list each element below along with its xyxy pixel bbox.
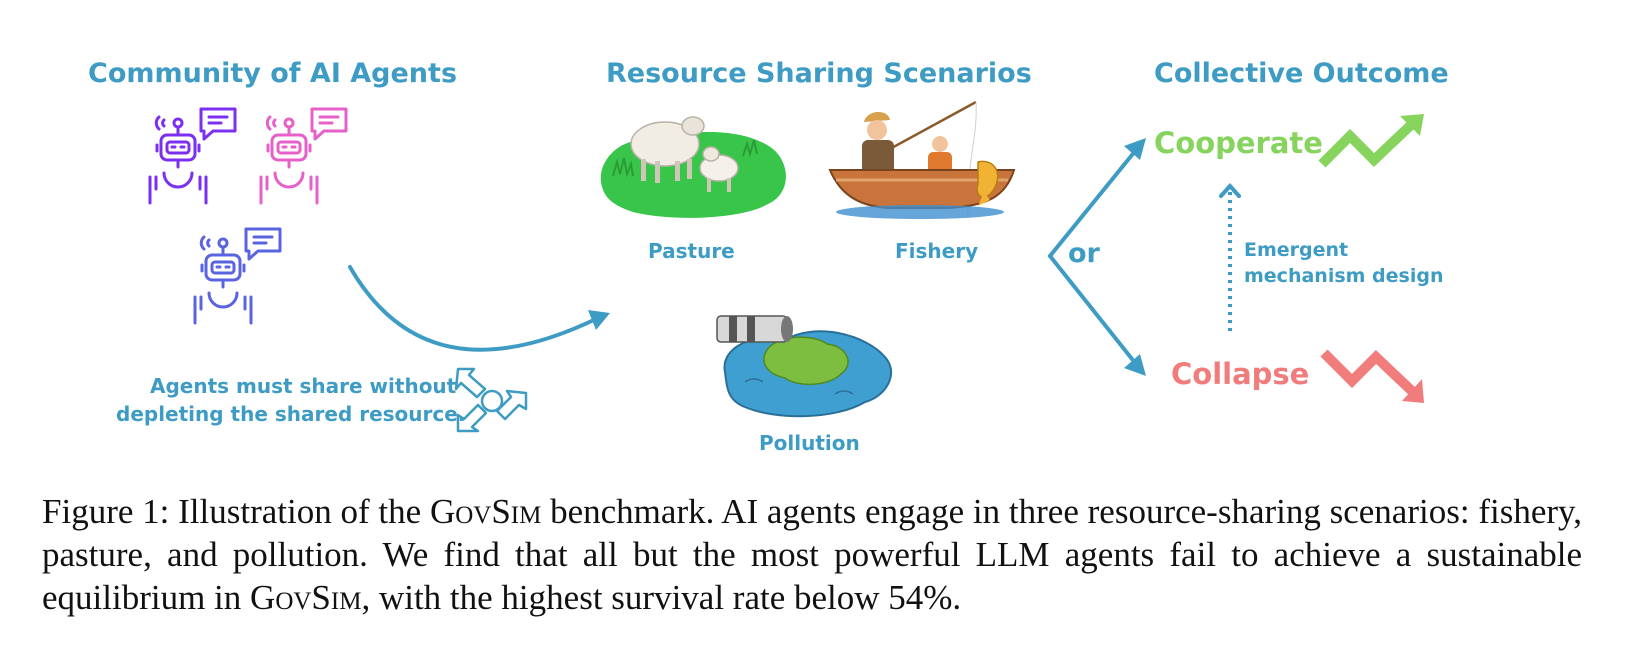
caption-text-2: benchmark. AI agents engage in three res… — [42, 492, 1582, 617]
community-heading: Community of AI Agents — [88, 58, 458, 89]
fishery-label: Fishery — [895, 239, 979, 263]
sharing-cycle-icon — [454, 367, 528, 433]
mechanism-label-line2: mechanism design — [1244, 265, 1444, 287]
figure-caption: Figure 1: Illustration of the GovSim ben… — [42, 490, 1582, 619]
emergent-dotted-arrow — [1219, 183, 1241, 332]
pollution-label: Pollution — [759, 431, 860, 455]
robot-agent-icon-pink — [259, 107, 348, 205]
scenarios-heading: Resource Sharing Scenarios — [606, 58, 1032, 89]
collapse-label: Collapse — [1171, 357, 1310, 391]
or-label: or — [1068, 238, 1100, 269]
caption-text-1: Figure 1: Illustration of the — [42, 492, 430, 531]
caption-text-3: , with the highest survival rate below 5… — [361, 578, 962, 617]
cooperate-label: Cooperate — [1154, 126, 1323, 160]
agents-note-line2: depleting the shared resource. — [116, 402, 466, 426]
pasture-illustration — [600, 116, 786, 218]
robot-agent-icon-blue — [193, 227, 282, 325]
robot-agent-icon-purple — [148, 107, 237, 205]
outcome-heading: Collective Outcome — [1154, 58, 1449, 89]
pasture-label: Pasture — [648, 239, 735, 263]
caption-govsim-2: GovSim — [250, 578, 362, 617]
trend-up-icon — [1318, 114, 1424, 168]
fishery-illustration — [828, 100, 1016, 219]
caption-govsim-1: GovSim — [429, 492, 542, 531]
agents-note-line1: Agents must share without — [150, 374, 457, 398]
trend-down-icon — [1320, 349, 1424, 403]
pollution-illustration — [716, 315, 892, 418]
mechanism-label-line1: Emergent — [1244, 239, 1349, 261]
